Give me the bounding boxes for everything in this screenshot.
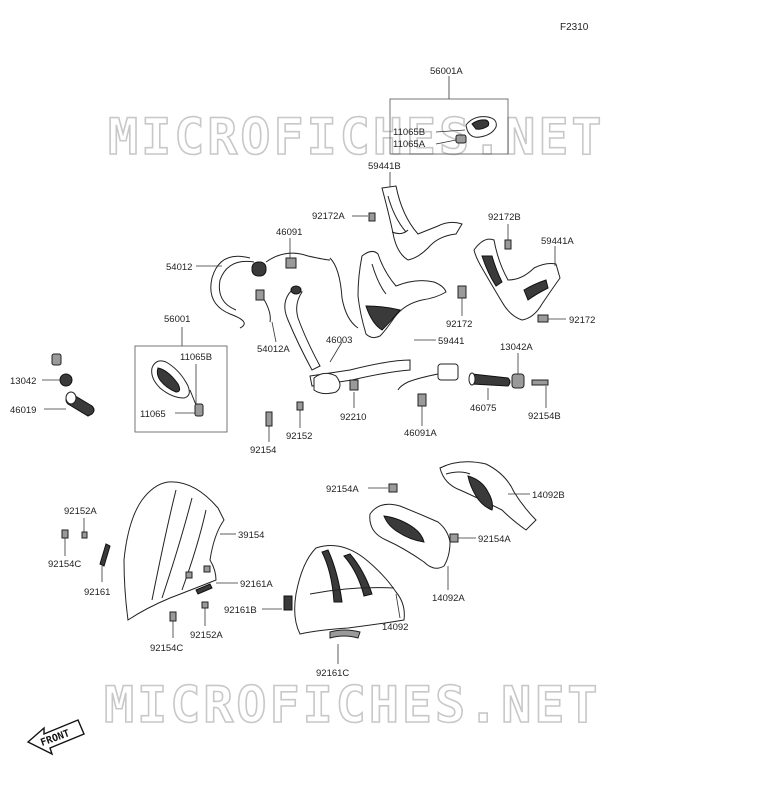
label-13042a: 13042A	[500, 342, 533, 353]
label-92154c-bottom: 92154C	[150, 643, 183, 654]
label-92152-mid: 92152	[286, 431, 312, 442]
label-92172-left: 92172	[446, 319, 472, 330]
label-59441a: 59441A	[541, 236, 574, 247]
windscreen-39154	[123, 481, 225, 621]
cover-14092a	[369, 503, 451, 569]
label-92161c: 92161C	[316, 668, 349, 679]
watermark-bottom: MICROFICHES.NET	[104, 676, 601, 734]
bolt-92154c-bottom	[169, 611, 177, 622]
weight-13042a	[511, 373, 525, 389]
label-14092: 14092	[382, 622, 408, 633]
weight-13042	[59, 373, 73, 387]
nut-92152a-bottom	[201, 601, 209, 609]
label-11065a: 11065A	[393, 139, 426, 150]
bolt-92154b	[531, 379, 549, 386]
front-direction-arrow: FRONT	[26, 719, 85, 756]
label-54012: 54012	[166, 262, 192, 273]
label-46075: 46075	[470, 403, 496, 414]
side-cover-59441a	[473, 238, 561, 321]
inner-cover-59441	[357, 250, 447, 339]
nut-92152	[296, 401, 304, 411]
watermark-top: MICROFICHES.NET	[108, 108, 605, 166]
cover-14092b	[439, 461, 537, 531]
label-92172-right: 92172	[569, 315, 595, 326]
grip-46075	[468, 372, 511, 387]
label-92152a-top: 92152A	[64, 506, 97, 517]
label-92161a: 92161A	[240, 579, 273, 590]
label-13042: 13042	[10, 376, 36, 387]
label-92154a-top: 92154A	[326, 484, 359, 495]
bolt-92154	[265, 411, 273, 427]
bolt-92154a-right	[449, 533, 459, 543]
mirror-56001	[151, 360, 204, 417]
label-56001a: 56001A	[430, 66, 463, 77]
label-92172b: 92172B	[488, 212, 521, 223]
switch-46091a	[397, 363, 459, 426]
label-46091a: 46091A	[404, 428, 437, 439]
label-11065b-left: 11065B	[180, 352, 212, 363]
label-59441b: 59441B	[368, 161, 401, 172]
bolt-92172b	[504, 239, 512, 250]
label-59441: 59441	[438, 336, 464, 347]
label-39154: 39154	[238, 530, 264, 541]
bolt-13042-top	[51, 353, 62, 366]
bolt-92172-left	[457, 285, 467, 299]
label-46003: 46003	[326, 335, 352, 346]
label-46091: 46091	[276, 227, 302, 238]
label-92210: 92210	[340, 412, 366, 423]
label-11065b-top: 11065B	[393, 127, 425, 138]
mirror-box-56001	[134, 345, 228, 433]
strip-92161b	[283, 595, 293, 611]
label-92154b: 92154B	[528, 411, 561, 422]
front-cowl-14092	[294, 545, 405, 639]
upper-cover-59441b	[381, 172, 463, 261]
bolt-92172-right	[537, 314, 549, 323]
label-92152a-bottom: 92152A	[190, 630, 223, 641]
label-92172a: 92172A	[312, 211, 345, 222]
strip-92161	[99, 543, 111, 567]
label-92161b: 92161B	[224, 605, 257, 616]
handlebar-46003	[284, 285, 411, 395]
grip-46019	[65, 391, 95, 417]
mirror-assembly-56001a	[389, 76, 509, 155]
label-14092b: 14092B	[532, 490, 565, 501]
nut-92152a-top	[81, 531, 88, 539]
label-92154-mid: 92154	[250, 445, 276, 456]
label-14092a: 14092A	[432, 593, 465, 604]
throttle-cables	[210, 252, 359, 329]
label-11065: 11065	[140, 409, 166, 420]
figure-id: F2310	[560, 22, 589, 33]
bolt-92154c-top	[61, 529, 69, 539]
bolt-92172a	[368, 212, 376, 222]
label-46019: 46019	[10, 405, 36, 416]
bolt-92154a-top	[388, 483, 398, 493]
label-92154c-top: 92154C	[48, 559, 81, 570]
switch-46091	[285, 257, 297, 269]
label-54012a: 54012A	[257, 344, 290, 355]
label-92161: 92161	[84, 587, 110, 598]
label-92154a-right: 92154A	[478, 534, 511, 545]
strip-92161a	[195, 583, 213, 595]
label-56001: 56001	[164, 314, 190, 325]
